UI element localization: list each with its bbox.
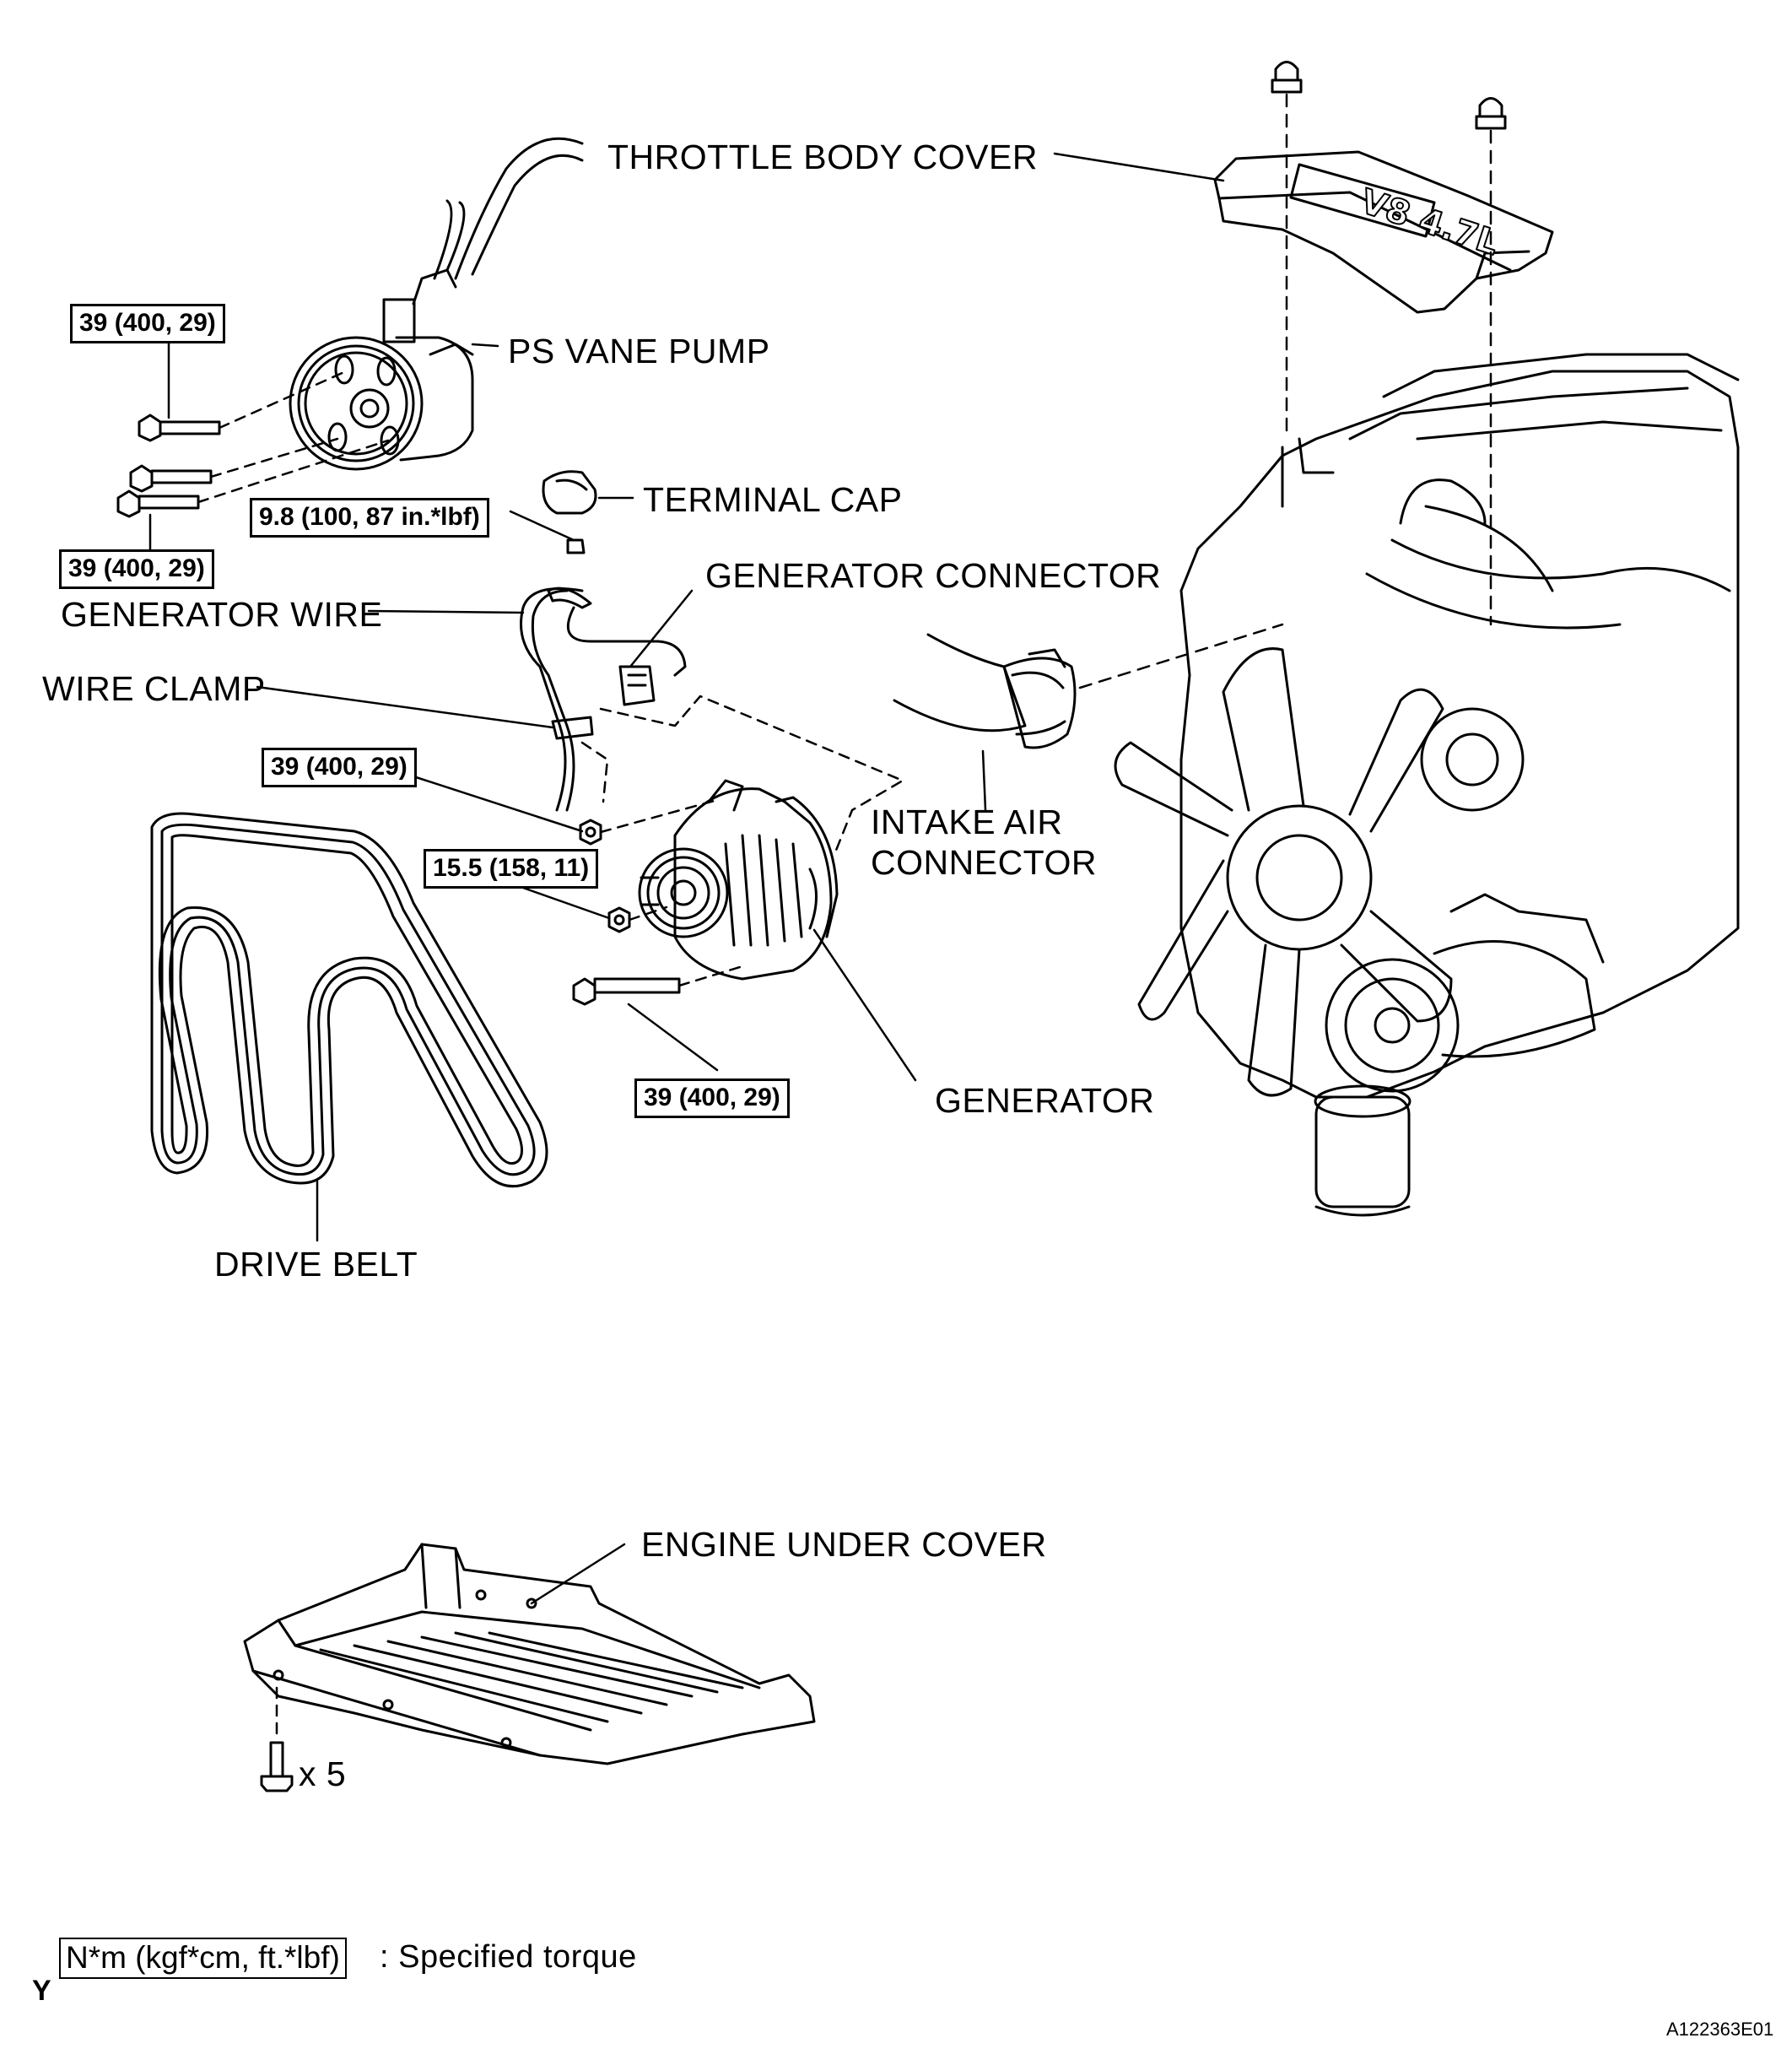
- torque-pump-bolts-lower: 39 (400, 29): [59, 549, 214, 589]
- torque-generator-bolt-lower: 39 (400, 29): [634, 1078, 790, 1118]
- label-engine-under-cover: ENGINE UNDER COVER: [641, 1525, 1047, 1564]
- label-generator-connector: GENERATOR CONNECTOR: [705, 556, 1162, 595]
- generator-fasteners: [572, 819, 681, 1006]
- drive-belt-drawing: [150, 812, 548, 1188]
- generator-drawing: [638, 779, 839, 981]
- cover-emblem-text: V8 4.7L: [1356, 182, 1503, 263]
- throttle-body-cover-drawing: V8 4.7L: [1213, 61, 1554, 314]
- label-connector: CONNECTOR: [871, 843, 1097, 882]
- generator-wire-drawing: [520, 538, 687, 812]
- label-generator-wire: GENERATOR WIRE: [61, 595, 383, 634]
- label-drive-belt: DRIVE BELT: [214, 1245, 418, 1284]
- label-throttle-body-cover: THROTTLE BODY COVER: [607, 138, 1038, 176]
- engine-under-cover-drawing: [243, 1543, 816, 1765]
- label-wire-clamp: WIRE CLAMP: [42, 669, 266, 708]
- legend-text: : Specified torque: [380, 1939, 637, 1975]
- legend-torque-units-box: N*m (kgf*cm, ft.*lbf): [59, 1938, 347, 1979]
- torque-generator-nut-upper: 39 (400, 29): [262, 748, 417, 787]
- engine-assembly-drawing: [1114, 353, 1740, 1217]
- torque-pump-bolt-top: 39 (400, 29): [70, 304, 225, 343]
- under-cover-bolt: [260, 1741, 294, 1792]
- label-generator: GENERATOR: [935, 1081, 1155, 1120]
- label-bolt-count: x 5: [299, 1754, 347, 1793]
- corner-letter: Y: [32, 1975, 52, 2007]
- label-ps-vane-pump: PS VANE PUMP: [508, 332, 770, 370]
- ps-vane-pump-drawing: [289, 137, 584, 471]
- torque-generator-nut-pulley: 15.5 (158, 11): [424, 849, 599, 889]
- intake-air-connector-drawing: [893, 633, 1077, 749]
- label-intake-air: INTAKE AIR: [871, 803, 1063, 841]
- torque-terminal-nut: 9.8 (100, 87 in.*lbf): [250, 498, 489, 538]
- figure-id: A122363E01: [1666, 2019, 1774, 2040]
- label-terminal-cap: TERMINAL CAP: [643, 480, 903, 519]
- terminal-cap-drawing: [542, 470, 597, 515]
